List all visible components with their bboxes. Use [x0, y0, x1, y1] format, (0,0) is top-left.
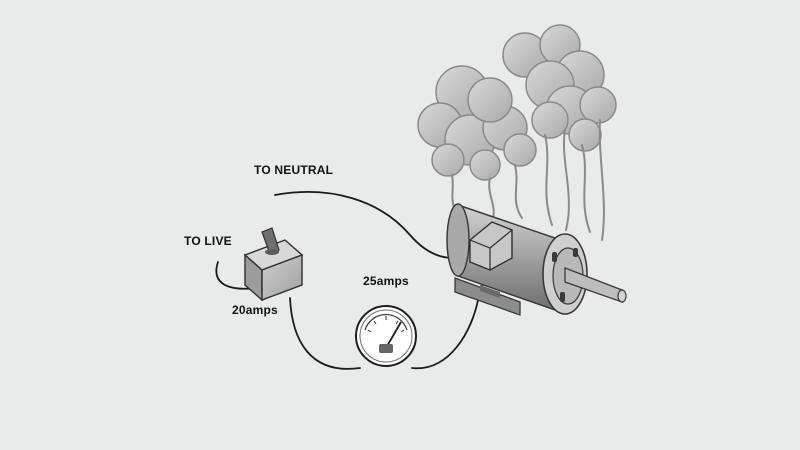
- to-live-label: TO LIVE: [184, 234, 232, 248]
- to-neutral-label: TO NEUTRAL: [254, 163, 334, 177]
- isolator-switch-icon: [243, 227, 304, 302]
- switch-to-meter-wire: [289, 297, 361, 370]
- neutral-wire: [274, 191, 476, 259]
- meter-current-label: 25amps: [363, 274, 409, 288]
- electric-motor-icon: [446, 203, 627, 316]
- smoke-icon: [417, 24, 617, 241]
- switch-current-label: 20amps: [232, 303, 278, 317]
- ammeter-icon: [355, 305, 417, 367]
